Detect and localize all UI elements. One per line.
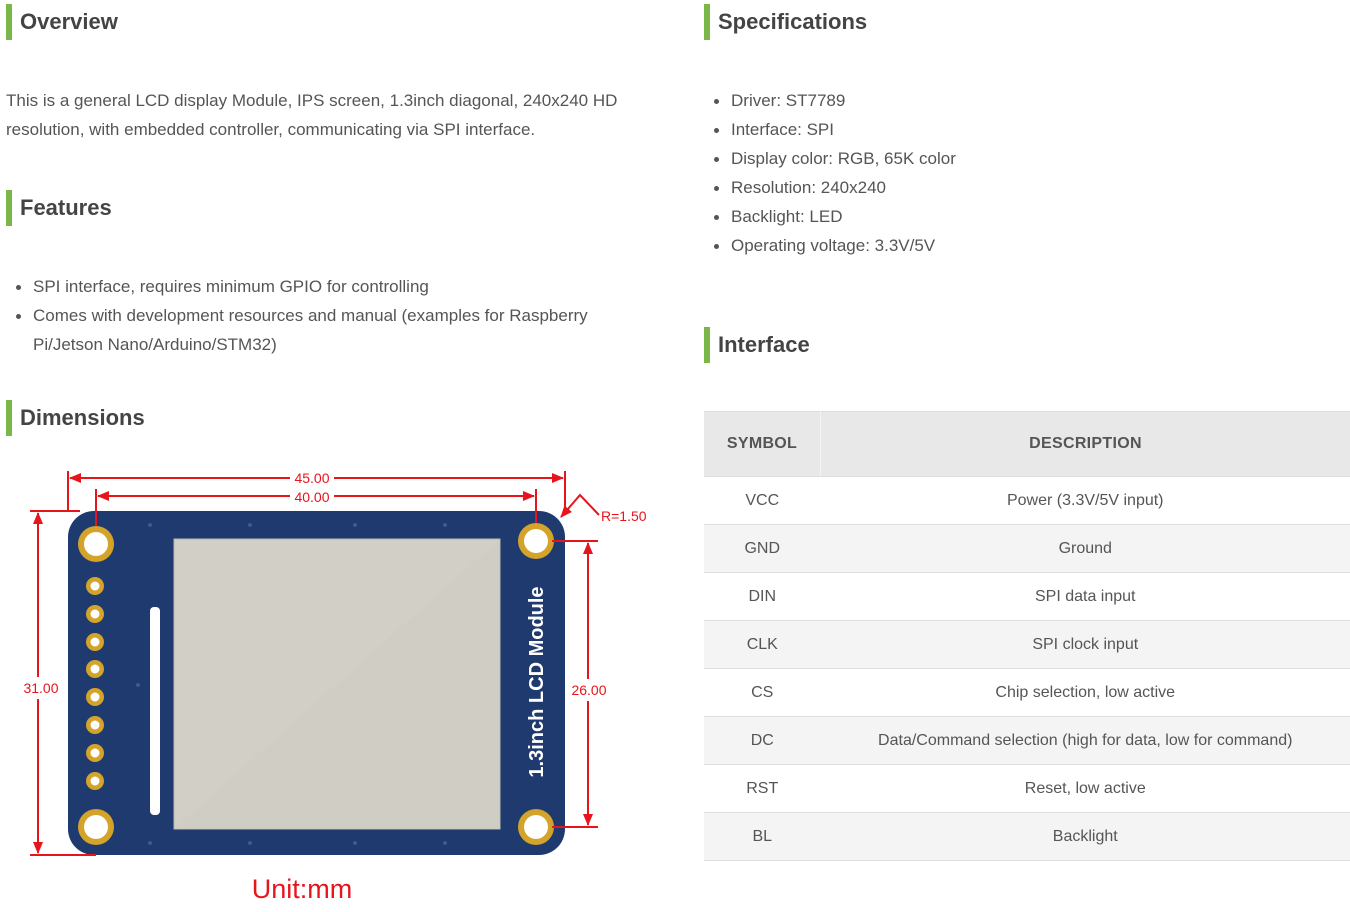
dim-height-outer: 31.00 (23, 680, 58, 696)
table-row: CLK SPI clock input (704, 620, 1350, 669)
symbol-cell: GND (704, 524, 821, 573)
dimensions-heading: Dimensions (6, 400, 145, 436)
dim-radius: R=1.50 (601, 508, 647, 524)
list-item: Resolution: 240x240 (704, 173, 1344, 202)
description-cell: SPI clock input (820, 620, 1350, 669)
table-row: GND Ground (704, 524, 1350, 573)
overview-heading: Overview (6, 4, 118, 40)
list-item: Driver: ST7789 (704, 86, 1344, 115)
overview-text: This is a general LCD display Module, IP… (6, 91, 618, 139)
description-cell: Ground (820, 524, 1350, 573)
unit-label: Unit:mm (252, 874, 353, 904)
column-header-symbol: SYMBOL (704, 411, 821, 477)
interface-heading: Interface (704, 327, 810, 363)
table-row: VCC Power (3.3V/5V input) (704, 476, 1350, 525)
table-row: DC Data/Command selection (high for data… (704, 716, 1350, 765)
mounting-hole-icon (78, 523, 554, 845)
dim-width-holes: 40.00 (294, 489, 329, 505)
features-list: SPI interface, requires minimum GPIO for… (6, 272, 646, 359)
specifications-heading: Specifications (704, 4, 867, 40)
fpc-slot (150, 607, 160, 815)
list-item: SPI interface, requires minimum GPIO for… (6, 272, 646, 301)
symbol-cell: CS (704, 668, 821, 717)
description-cell: SPI data input (820, 572, 1350, 621)
header-pins (86, 577, 104, 790)
left-column: Overview This is a general LCD display M… (6, 4, 647, 904)
description-cell: Chip selection, low active (820, 668, 1350, 717)
list-item: Comes with development resources and man… (6, 301, 646, 359)
table-row: CS Chip selection, low active (704, 668, 1350, 717)
symbol-cell: CLK (704, 620, 821, 669)
description-cell: Power (3.3V/5V input) (820, 476, 1350, 525)
symbol-cell: RST (704, 764, 821, 813)
symbol-cell: DC (704, 716, 821, 765)
right-column: Specifications Driver: ST7789 Interface:… (700, 0, 1350, 912)
table-row: DIN SPI data input (704, 572, 1350, 621)
table-header-row: SYMBOL DESCRIPTION (704, 411, 1350, 477)
list-item: Backlight: LED (704, 202, 1344, 231)
interface-table: SYMBOL DESCRIPTION VCC Power (3.3V/5V in… (704, 411, 1350, 861)
description-cell: Reset, low active (820, 764, 1350, 813)
symbol-cell: VCC (704, 476, 821, 525)
dim-width-outer: 45.00 (294, 470, 329, 486)
module-label: 1.3inch LCD Module (526, 586, 548, 777)
dimensions-drawing: 1.3inch LCD Module (23, 470, 647, 904)
symbol-cell: BL (704, 812, 821, 861)
dim-height-holes: 26.00 (571, 682, 606, 698)
list-item: Display color: RGB, 65K color (704, 144, 1344, 173)
table-row: BL Backlight (704, 812, 1350, 861)
list-item: Interface: SPI (704, 115, 1344, 144)
symbol-cell: DIN (704, 572, 821, 621)
description-cell: Backlight (820, 812, 1350, 861)
list-item: Operating voltage: 3.3V/5V (704, 231, 1344, 260)
specifications-list: Driver: ST7789 Interface: SPI Display co… (704, 86, 1344, 260)
description-cell: Data/Command selection (high for data, l… (820, 716, 1350, 765)
table-row: RST Reset, low active (704, 764, 1350, 813)
column-header-description: DESCRIPTION (820, 411, 1350, 477)
features-heading: Features (6, 190, 112, 226)
